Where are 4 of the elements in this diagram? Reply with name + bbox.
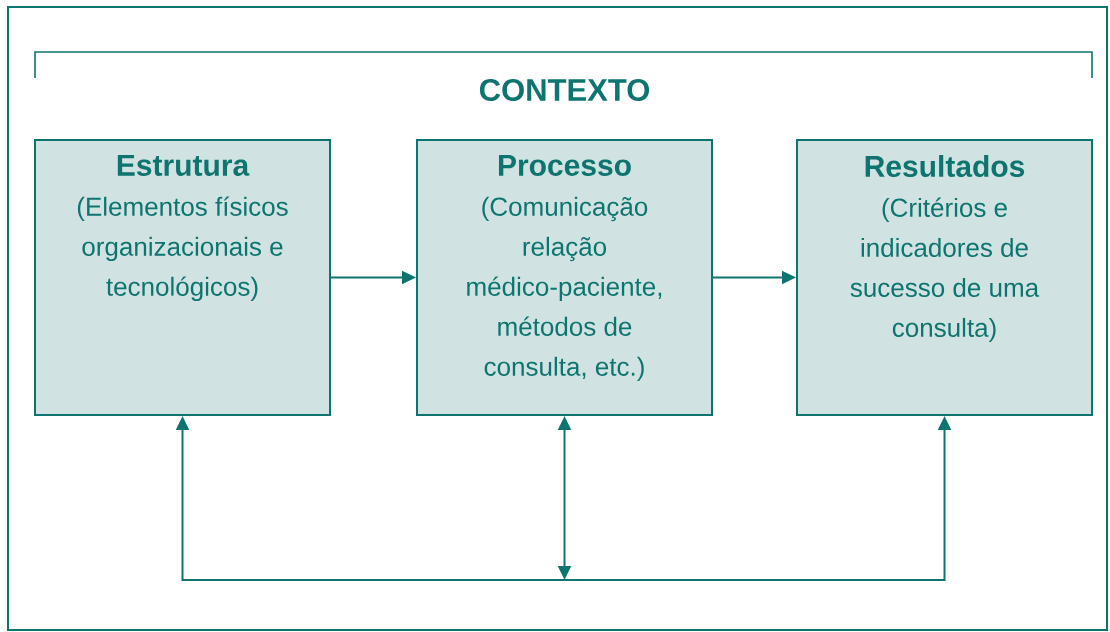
heading-text: CONTEXTO (479, 79, 650, 101)
process-box: Processo (Comunicação relação médico-paciente, métodos de consulta, etc.) (416, 139, 713, 416)
process-box: Estrutura (Elementos físicos organizacionais e tecnológicos) (34, 139, 331, 416)
process-box: Resultados (Critérios e indicadores de sucesso de uma consulta) (796, 139, 1093, 416)
